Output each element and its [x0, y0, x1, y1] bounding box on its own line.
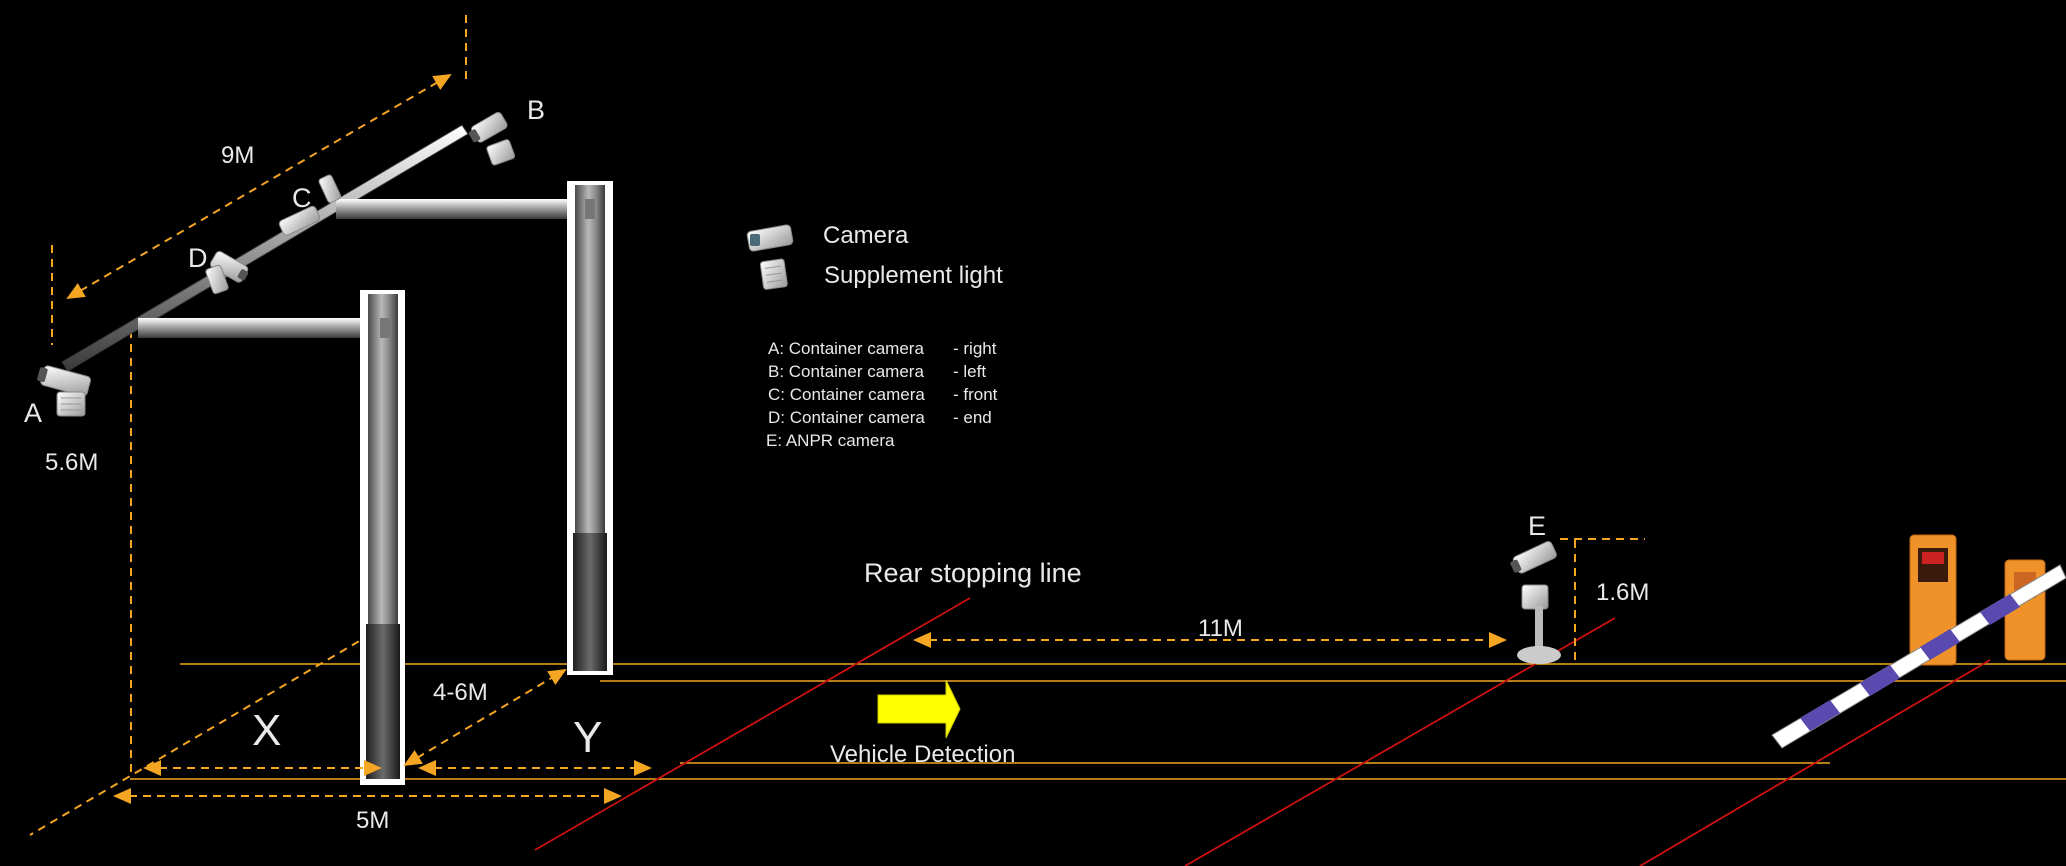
- dim-label-5-6m: 5.6M: [45, 449, 98, 476]
- zone-x-label: X: [252, 706, 281, 755]
- vehicle-detection-label: Vehicle Detection: [830, 741, 1015, 768]
- marker-d: D: [188, 243, 208, 273]
- supplement-light-icon: [318, 174, 342, 204]
- legend-item-pos: - right: [953, 339, 997, 358]
- barrier-assembly: [1771, 534, 2066, 749]
- dimension-lines: [66, 73, 1507, 804]
- dim-label-11m: 11M: [1198, 615, 1243, 642]
- dim-9m-line: [66, 73, 452, 300]
- camera-b-assembly: [468, 111, 516, 166]
- left-pole: [368, 294, 398, 624]
- right-pole-top: [585, 199, 595, 219]
- anpr-camera: [1510, 541, 1561, 664]
- dim-label-9m: 9M: [221, 142, 254, 169]
- left-pole-base: [366, 624, 400, 779]
- camera-icon: [37, 365, 91, 397]
- left-pole-top: [380, 318, 390, 338]
- supplement-light-icon: [486, 139, 516, 166]
- legend-item-pos: - left: [953, 362, 986, 381]
- camera-icon: [1510, 541, 1557, 574]
- dim-label-5m: 5M: [356, 807, 389, 834]
- stop-lines: [534, 597, 1991, 866]
- legend-list: A: Container camera - right B: Container…: [766, 339, 998, 450]
- anpr-stand: [1535, 606, 1543, 652]
- legend-item-key: E: ANPR camera: [766, 431, 895, 450]
- right-arm: [336, 199, 586, 219]
- legend-light-label: Supplement light: [824, 262, 1003, 289]
- legend-item-pos: - end: [953, 408, 992, 427]
- legend-camera-icon: [746, 224, 794, 252]
- boom-arm: [1771, 564, 2066, 749]
- camera-icon: [468, 111, 508, 143]
- legend-item-key: A: Container camera: [768, 339, 924, 358]
- dim-4-6m-line: [403, 668, 567, 767]
- marker-a: A: [24, 398, 42, 428]
- legend-camera-label: Camera: [823, 222, 909, 249]
- legend-item-key: B: Container camera: [768, 362, 924, 381]
- rear-stopping-line: [534, 597, 971, 851]
- ground-guides: [130, 663, 2066, 780]
- perspective-lines: [29, 15, 1645, 836]
- left-diagonal: [29, 619, 396, 836]
- legend-item-key: D: Container camera: [768, 408, 925, 427]
- anpr-stand-base: [1517, 646, 1561, 664]
- dim-label-1-6m: 1.6M: [1596, 579, 1649, 606]
- left-arm: [138, 318, 388, 338]
- legend-light-icon: [759, 258, 788, 290]
- zone-y-label: Y: [573, 713, 602, 762]
- legend: Camera Supplement light A: Container cam…: [746, 222, 1003, 450]
- supplement-light-icon: [1521, 584, 1549, 610]
- marker-e: E: [1528, 511, 1546, 541]
- rear-stopping-line-label: Rear stopping line: [864, 558, 1082, 588]
- camera-a-assembly: [37, 365, 91, 417]
- gantry: [61, 124, 613, 785]
- marker-c: C: [292, 183, 312, 213]
- stop-line-3: [1639, 659, 1991, 866]
- vehicle-direction-arrow: [877, 679, 961, 739]
- right-pole-base: [573, 533, 607, 671]
- marker-b: B: [527, 95, 545, 125]
- legend-item-key: C: Container camera: [768, 385, 925, 404]
- right-pole: [575, 185, 605, 533]
- legend-item-pos: - front: [953, 385, 998, 404]
- dim-label-4-6m: 4-6M: [433, 679, 488, 706]
- supplement-light-icon: [56, 391, 86, 417]
